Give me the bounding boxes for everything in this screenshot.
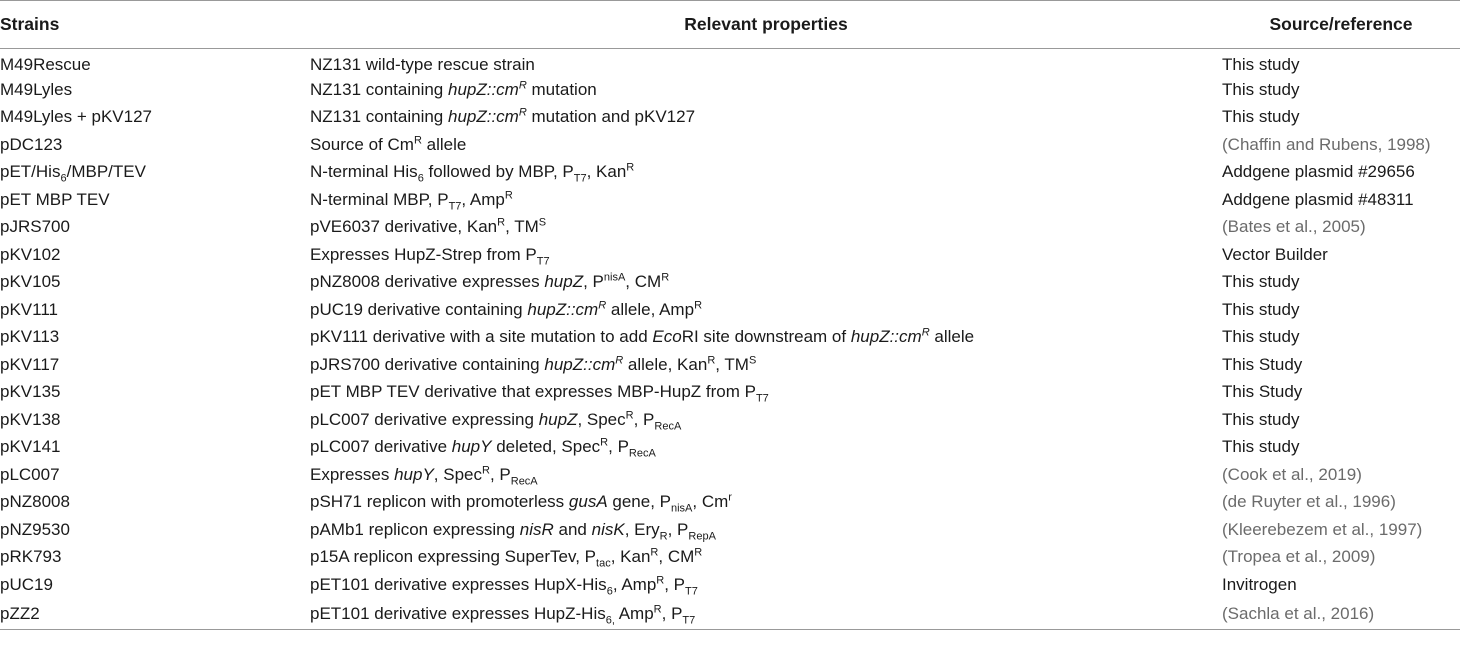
relevant-properties-cell: pET101 derivative expresses HupZ-His6, A… — [310, 598, 1222, 630]
relevant-properties-cell: NZ131 wild-type rescue strain — [310, 54, 535, 74]
reference-link[interactable]: (Sachla et al., 2016) — [1222, 598, 1460, 630]
source-cell: Addgene plasmid #29656 — [1222, 162, 1415, 182]
strain-name-cell: pNZ8008 — [0, 492, 70, 512]
relevant-properties-cell: Expresses HupZ-Strep from PT7 — [310, 244, 550, 268]
strain-name-cell: pKV113 — [0, 327, 60, 347]
relevant-properties-cell: pET MBP TEV derivative that expresses MB… — [310, 382, 769, 405]
reference-link[interactable]: (Chaffin and Rubens, 1998) — [1222, 134, 1431, 154]
table-row: pDC123 Source of CmR allele (Chaffin and R… — [0, 131, 1460, 159]
relevant-properties-cell: pVE6037 derivative, KanR, TMS — [310, 216, 547, 237]
header-row: Strains Relevant properties Source/refer… — [0, 0, 1460, 49]
table-row: pUC19 pET101 derivative expresses HupX-Hi… — [0, 571, 1460, 599]
strain-name-cell: M49Rescue — [0, 54, 91, 74]
relevant-properties-cell: NZ131 containing hupZ::cmR mutation — [310, 79, 597, 99]
relevant-properties-cell: NZ131 containing hupZ::cmR mutation and … — [310, 106, 696, 127]
strain-name-cell: pET/His6/MBP/TEV — [0, 162, 146, 185]
table-row: pET/His6/MBP/TEV N-terminal His6 followed… — [0, 159, 1460, 187]
relevant-properties-cell: pLC007 derivative expressing hupZ, SpecR… — [310, 409, 682, 433]
strain-name-cell: pKV111 — [0, 299, 58, 319]
source-cell: This study — [1222, 299, 1300, 319]
strain-name-cell: pET MBP TEV — [0, 189, 110, 209]
strain-name-cell: pLC007 — [0, 464, 60, 484]
source-cell: This study — [1222, 79, 1300, 99]
strain-name-cell: pKV141 — [0, 437, 61, 457]
relevant-properties-cell: pAMb1 replicon expressing nisR and nisK,… — [310, 519, 716, 543]
strain-name-cell: pDC123 — [0, 134, 63, 154]
relevant-properties-cell: Expresses hupY, SpecR, PRecA — [310, 464, 538, 488]
source-cell: Invitrogen — [1222, 574, 1297, 594]
relevant-properties-cell: pJRS700 derivative containing hupZ::cmR … — [310, 354, 757, 374]
header-strains: Strains — [0, 0, 310, 49]
source-cell: This study — [1222, 409, 1300, 429]
source-cell: Vector Builder — [1222, 244, 1328, 264]
table-row: pKV117 pJRS700 derivative containing hupZ… — [0, 351, 1460, 379]
reference-link[interactable]: (de Ruyter et al., 1996) — [1222, 492, 1396, 512]
relevant-properties-cell: pKV111 derivative with a site mutation t… — [310, 326, 975, 347]
strain-name-cell: M49Lyles + pKV127 — [0, 107, 152, 127]
reference-link[interactable]: (Cook et al., 2019) — [1222, 464, 1362, 484]
table-row: pRK793 p15A replicon expressing SuperTev,… — [0, 544, 1460, 572]
header-source-reference: Source/reference — [1222, 0, 1460, 49]
source-cell: This study — [1222, 107, 1300, 127]
relevant-properties-cell: pET101 derivative expresses HupX-His6, A… — [310, 574, 698, 598]
source-cell: Addgene plasmid #48311 — [1222, 189, 1414, 209]
header-relevant-properties: Relevant properties — [310, 0, 1222, 49]
strain-name-cell: M49Lyles — [0, 79, 73, 99]
strain-name-cell: pUC19 — [0, 574, 53, 594]
table-row: pJRS700 pVE6037 derivative, KanR, TMS (Bat… — [0, 214, 1460, 242]
table-row: M49Rescue NZ131 wild-type rescue strain Th… — [0, 49, 1460, 77]
reference-link[interactable]: (Tropea et al., 2009) — [1222, 547, 1376, 567]
strain-name-cell: pKV138 — [0, 409, 61, 429]
reference-link[interactable]: (Kleerebezem et al., 1997) — [1222, 519, 1423, 539]
table-row: pLC007 Expresses hupY, SpecR, PRecA (Cook … — [0, 461, 1460, 489]
table-row: pKV138 pLC007 derivative expressing hupZ,… — [0, 406, 1460, 434]
relevant-properties-cell: N-terminal His6 followed by MBP, PT7, Ka… — [310, 161, 635, 185]
strain-name-cell: pKV135 — [0, 382, 61, 402]
source-cell: This study — [1222, 437, 1300, 457]
strains-table: Strains Relevant properties Source/refer… — [0, 0, 1460, 630]
relevant-properties-cell: pLC007 derivative hupY deleted, SpecR, P… — [310, 436, 656, 460]
relevant-properties-cell: pNZ8008 derivative expresses hupZ, PnisA… — [310, 271, 670, 292]
table-row: pKV141 pLC007 derivative hupY deleted, Sp… — [0, 434, 1460, 462]
relevant-properties-cell: pUC19 derivative containing hupZ::cmR al… — [310, 299, 703, 319]
strain-name-cell: pKV105 — [0, 272, 61, 292]
table-row: pNZ9530 pAMb1 replicon expressing nisR an… — [0, 516, 1460, 544]
source-cell: This study — [1222, 327, 1300, 347]
strain-name-cell: pKV102 — [0, 244, 61, 264]
reference-link[interactable]: (Bates et al., 2005) — [1222, 217, 1366, 237]
relevant-properties-cell: Source of CmR allele — [310, 134, 467, 154]
source-cell: This study — [1222, 54, 1300, 74]
strain-name-cell: pRK793 — [0, 547, 62, 567]
table-header: Strains Relevant properties Source/refer… — [0, 0, 1460, 49]
table-row: pET MBP TEV N-terminal MBP, PT7, AmpR Addg… — [0, 186, 1460, 214]
strain-name-cell: pNZ9530 — [0, 519, 70, 539]
table-row: pKV113 pKV111 derivative with a site muta… — [0, 324, 1460, 352]
table-row: M49Lyles + pKV127 NZ131 containing hupZ::… — [0, 104, 1460, 132]
table-row: pKV102 Expresses HupZ-Strep from PT7 Vecto… — [0, 241, 1460, 269]
strain-name-cell: pJRS700 — [0, 217, 70, 237]
table-row: pNZ8008 pSH71 replicon with promoterless … — [0, 489, 1460, 517]
strain-name-cell: pKV117 — [0, 354, 60, 374]
relevant-properties-cell: p15A replicon expressing SuperTev, Ptac,… — [310, 546, 703, 570]
source-cell: This Study — [1222, 354, 1303, 374]
relevant-properties-cell: N-terminal MBP, PT7, AmpR — [310, 189, 513, 213]
strain-name-cell: pZZ2 — [0, 598, 310, 630]
table-row: pKV135 pET MBP TEV derivative that expres… — [0, 379, 1460, 407]
source-cell: This study — [1222, 272, 1300, 292]
relevant-properties-cell: pSH71 replicon with promoterless gusA ge… — [310, 491, 732, 515]
source-cell: This Study — [1222, 382, 1303, 402]
table-row: pKV105 pNZ8008 derivative expresses hupZ,… — [0, 269, 1460, 297]
table-row: pKV111 pUC19 derivative containing hupZ::… — [0, 296, 1460, 324]
table-row: M49Lyles NZ131 containing hupZ::cmR mutat… — [0, 76, 1460, 104]
